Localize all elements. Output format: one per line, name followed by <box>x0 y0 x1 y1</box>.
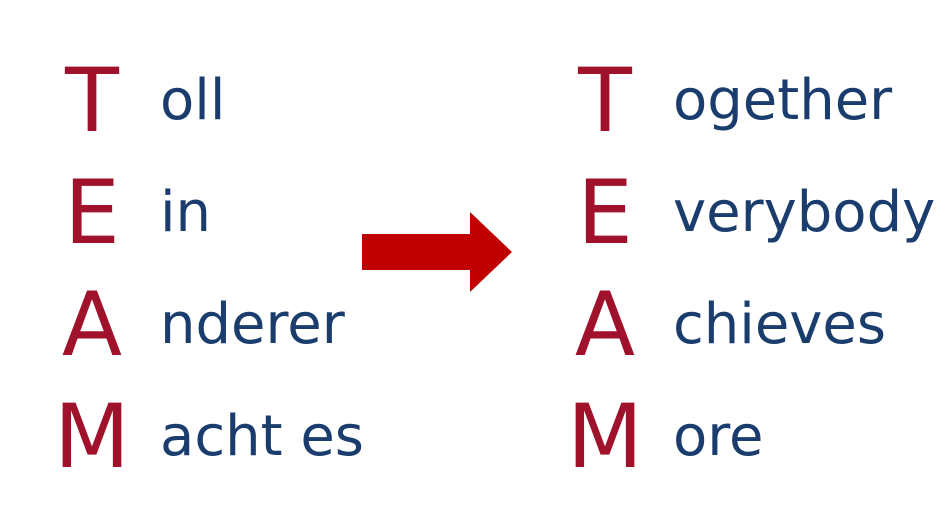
left-row-e: E in <box>0 157 420 269</box>
right-letter-m: M <box>567 385 643 488</box>
right-word-m: ore <box>673 404 764 469</box>
right-word-t: ogether <box>673 68 893 133</box>
right-letter-a: A <box>574 273 636 376</box>
right-letter-e: E <box>577 161 633 264</box>
left-letter-m: M <box>54 385 130 488</box>
left-row-a: A nderer <box>0 269 420 381</box>
right-word-e: verybody <box>673 180 936 245</box>
left-word-t: oll <box>160 68 226 133</box>
left-word-a: nderer <box>160 292 345 357</box>
right-arrow-icon <box>362 212 512 292</box>
left-letter-t: T <box>65 49 119 152</box>
right-row-a: A chieves <box>560 269 951 381</box>
left-word-m: acht es <box>160 404 364 469</box>
left-acronym: T oll E in A nderer M acht es <box>0 0 420 516</box>
right-letter-t: T <box>578 49 632 152</box>
left-letter-e: E <box>64 161 120 264</box>
right-word-a: chieves <box>673 292 887 357</box>
right-row-m: M ore <box>560 381 951 493</box>
left-row-t: T oll <box>0 45 420 157</box>
left-row-m: M acht es <box>0 381 420 493</box>
right-row-t: T ogether <box>560 45 951 157</box>
right-row-e: E verybody <box>560 157 951 269</box>
left-letter-a: A <box>61 273 123 376</box>
left-word-e: in <box>160 180 212 245</box>
